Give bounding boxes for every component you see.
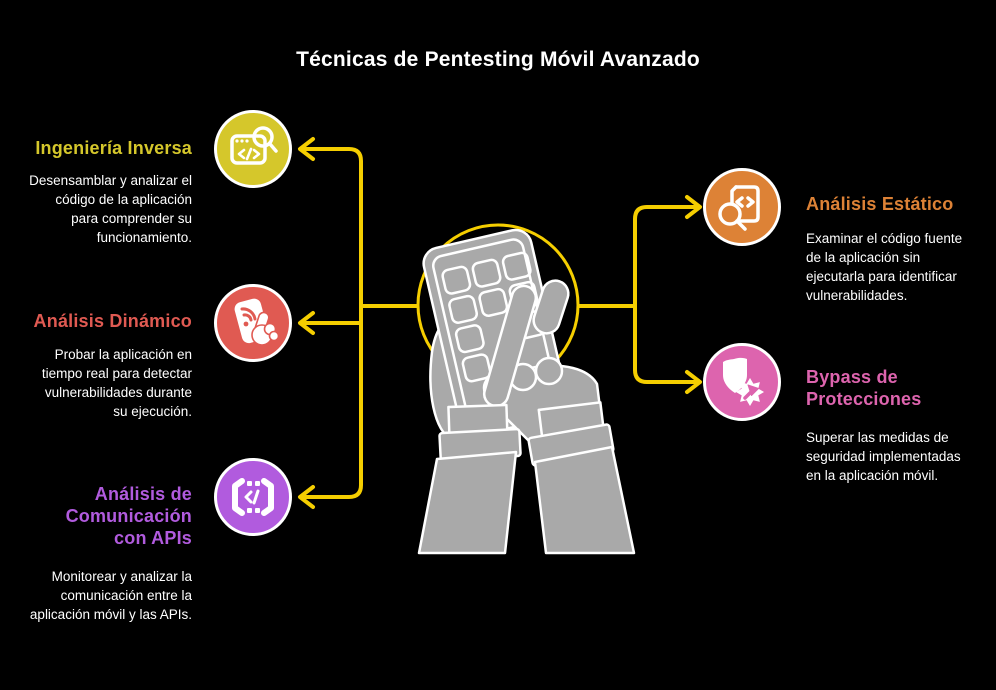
arrowhead-left-middle	[298, 311, 315, 335]
page-title: Técnicas de Pentesting Móvil Avanzado	[296, 48, 700, 71]
heading-analisis-comunicacion-apis: Análisis de Comunicación con APIs	[65, 484, 192, 548]
left-sleeve	[417, 450, 518, 555]
connector-lines	[298, 137, 702, 509]
arrowhead-left-top	[298, 137, 315, 161]
shield-gear-arrow-glyph	[723, 357, 764, 406]
api-brackets-glyph	[232, 478, 274, 516]
bypass-protections-icon	[703, 343, 781, 421]
heading-ingenieria-inversa: Ingeniería Inversa	[35, 138, 192, 158]
api-communication-icon	[214, 458, 292, 536]
desc-analisis-estatico: Examinar el código fuente de la aplicaci…	[806, 231, 963, 304]
hands-phone-illustration	[417, 228, 636, 555]
document-code-magnifier-glyph	[718, 185, 760, 231]
desc-ingenieria-inversa: Desensamblar y analizar el código de la …	[29, 173, 192, 246]
dynamic-analysis-icon	[214, 284, 292, 362]
right-hand-middle-finger	[532, 279, 570, 335]
arrowhead-left-bottom	[298, 485, 315, 509]
static-analysis-icon	[703, 168, 781, 246]
browser-code-magnifier-glyph	[230, 126, 278, 165]
heading-analisis-dinamico: Análisis Dinámico	[33, 311, 192, 331]
arrowhead-right-bottom	[685, 370, 702, 394]
right-sleeve	[533, 445, 636, 555]
desc-analisis-comunicacion-apis: Monitorear y analizar la comunicación en…	[29, 569, 192, 623]
right-hand-knuckle-3	[534, 356, 564, 386]
connector-right-trunk	[633, 205, 699, 384]
heading-bypass-protecciones: Bypass de Protecciones	[806, 367, 922, 409]
hand-tap-phone-glyph	[234, 298, 280, 346]
desc-analisis-dinamico: Probar la aplicación en tiempo real para…	[41, 347, 192, 420]
heading-analisis-estatico: Análisis Estático	[806, 194, 954, 214]
reverse-engineering-icon	[214, 110, 292, 188]
arrowhead-right-top	[685, 195, 702, 219]
desc-bypass-protecciones: Superar las medidas de seguridad impleme…	[806, 430, 961, 484]
